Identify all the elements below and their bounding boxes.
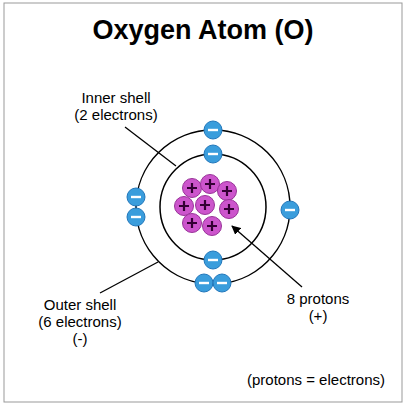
leader-arrow — [232, 226, 302, 287]
inner-shell — [160, 154, 266, 260]
inner-shell-label: Inner shell (2 electrons) — [74, 89, 159, 123]
note: (protons = electrons) — [247, 371, 385, 388]
title: Oxygen Atom (O) — [92, 14, 313, 46]
nucleus — [175, 175, 239, 236]
proton — [218, 182, 237, 201]
electrons — [127, 121, 299, 292]
electron — [204, 121, 222, 139]
electron — [213, 274, 231, 292]
electron — [127, 208, 145, 226]
proton — [183, 179, 202, 198]
proton — [196, 196, 215, 215]
electron — [281, 201, 299, 219]
leader-line — [125, 127, 176, 166]
leader-line — [100, 262, 158, 293]
electron — [204, 145, 222, 163]
proton — [201, 175, 220, 194]
proton — [203, 217, 222, 236]
electron — [127, 188, 145, 206]
outer-shell-label: Outer shell (6 electrons) (-) — [38, 296, 123, 347]
protons-label: 8 protons (+) — [283, 290, 353, 324]
proton — [220, 200, 239, 219]
proton — [175, 197, 194, 216]
electron — [195, 274, 213, 292]
proton — [183, 214, 202, 233]
electron — [204, 251, 222, 269]
frame — [4, 3, 402, 402]
